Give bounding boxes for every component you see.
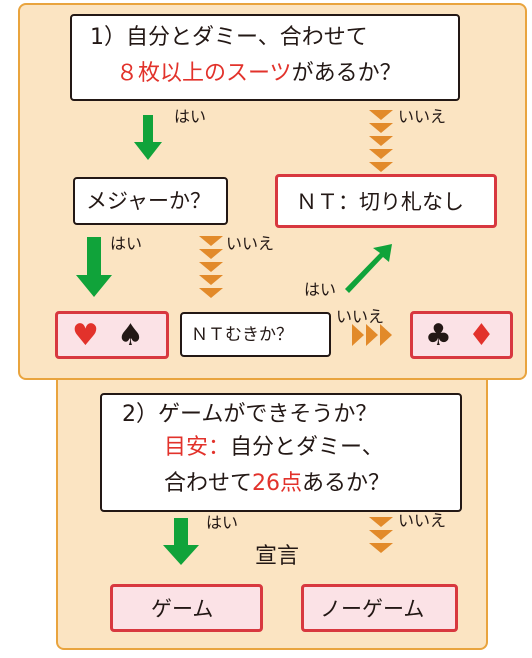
question-1-line1: 1）自分とダミー、合わせて xyxy=(90,25,368,50)
arrow-major-yes xyxy=(76,237,112,297)
q2-no-label: いいえ xyxy=(398,511,447,530)
major-suits-box: ♥ ♠ xyxy=(55,311,169,359)
arrow-nt-yes xyxy=(345,244,392,293)
nt-suitable-label: ＮＴむきか？ xyxy=(191,325,293,345)
question-2-line3: 合わせて26点あるか？ xyxy=(164,473,390,495)
arrow-q1-yes xyxy=(134,115,162,160)
no-trump-label: ＮＴ：切り札なし xyxy=(296,190,464,214)
question-2-line3-a: 合わせて xyxy=(164,471,253,496)
question-1-line2: ８枚以上のスーツがあるか？ xyxy=(116,63,402,85)
question-2-line1: 2）ゲームができそうか？ xyxy=(122,402,378,427)
minor-suits-box: ♣ ♦ xyxy=(410,311,513,359)
no-game-outcome-box: ノーゲーム xyxy=(301,584,458,632)
declare-label: 宣言 xyxy=(255,544,300,569)
q1-yes-label: はい xyxy=(174,107,207,126)
heart-suit-icon: ♥ xyxy=(72,318,99,353)
question-2-line2-rest: 自分とダミー、 xyxy=(230,435,384,460)
major-yes-label: はい xyxy=(110,234,143,253)
no-game-outcome-label: ノーゲーム xyxy=(320,597,425,621)
major-no-label: いいえ xyxy=(226,234,275,253)
question-2-line3-b: あるか？ xyxy=(302,471,391,496)
question-1-line2-rest: があるか？ xyxy=(291,61,402,86)
question-2-guide-label: 目安： xyxy=(164,435,231,460)
question-2-points: 26点 xyxy=(252,471,303,496)
major-question-box: メジャーか？ xyxy=(73,177,228,225)
major-question-label: メジャーか？ xyxy=(86,189,211,213)
nt-suitable-box: ＮＴむきか？ xyxy=(180,312,331,357)
arrow-q2-yes xyxy=(163,518,199,565)
diamond-suit-icon: ♦ xyxy=(468,318,495,353)
question-1-highlight: ８枚以上のスーツ xyxy=(116,61,292,86)
question-2-box: 2）ゲームができそうか？ 目安：自分とダミー、 合わせて26点あるか？ xyxy=(100,393,462,512)
spade-suit-icon: ♠ xyxy=(117,318,144,353)
club-suit-icon: ♣ xyxy=(425,318,452,353)
q2-yes-label: はい xyxy=(206,513,239,532)
no-trump-box: ＮＴ：切り札なし xyxy=(275,174,497,228)
q1-no-label: いいえ xyxy=(398,107,447,126)
nt-suitable-no-label: いいえ xyxy=(336,307,385,326)
game-outcome-label: ゲーム xyxy=(151,597,214,621)
nt-yes-label: はい xyxy=(304,280,337,299)
question-1-box: 1）自分とダミー、合わせて ８枚以上のスーツがあるか？ xyxy=(70,14,460,101)
question-2-line2: 目安：自分とダミー、 xyxy=(164,437,384,459)
game-outcome-box: ゲーム xyxy=(110,584,263,632)
